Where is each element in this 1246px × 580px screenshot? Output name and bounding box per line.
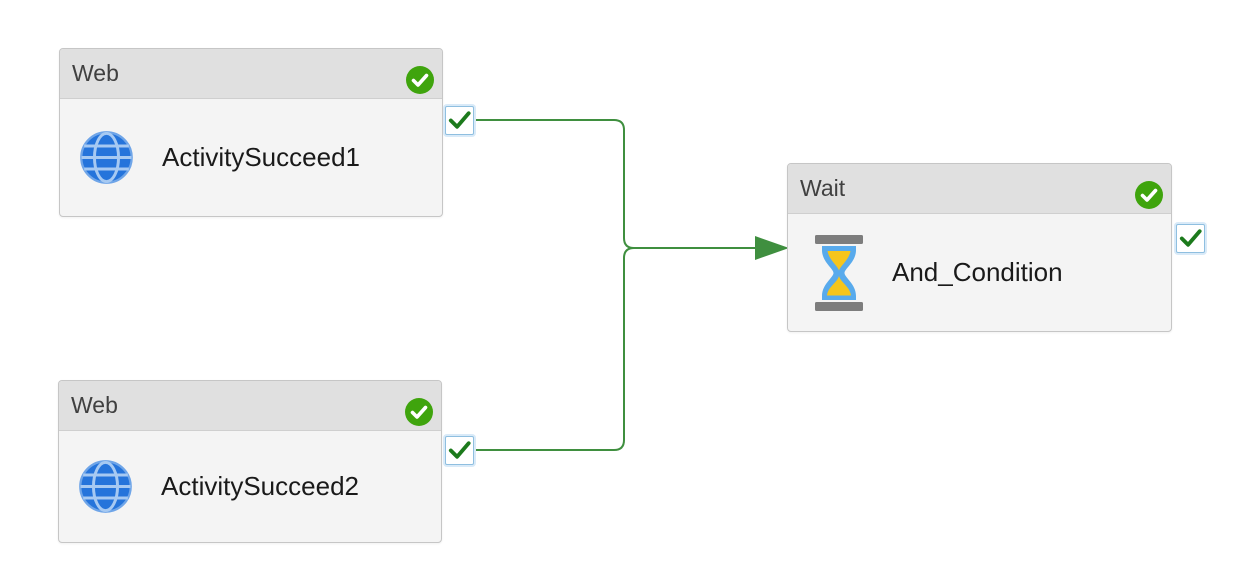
wait-hourglass-icon	[814, 234, 864, 311]
node-header: Web	[60, 49, 442, 99]
success-port-check-icon	[448, 441, 471, 459]
activity-name: ActivitySucceed1	[162, 142, 360, 172]
web-globe-icon	[78, 459, 133, 514]
connector-arrowhead-icon	[755, 236, 789, 260]
success-connector-2[interactable]	[474, 247, 756, 451]
success-port-check-icon	[1179, 229, 1202, 247]
success-port-check-icon	[448, 111, 471, 129]
activity-node-activitysucceed2[interactable]: Web ActivitySucceed2	[58, 380, 474, 543]
node-type-label: Wait	[800, 175, 846, 201]
node-body[interactable]: And_Condition	[788, 214, 1171, 331]
node-body[interactable]: ActivitySucceed2	[59, 431, 441, 542]
status-succeeded-badge-icon	[1135, 181, 1163, 209]
activity-name: ActivitySucceed2	[161, 471, 359, 501]
node-header: Wait	[788, 164, 1171, 214]
node-type-label: Web	[72, 60, 119, 86]
node-header: Web	[59, 381, 441, 431]
activity-name: And_Condition	[892, 257, 1063, 287]
success-output-port[interactable]	[1176, 224, 1205, 253]
node-body[interactable]: ActivitySucceed1	[60, 99, 442, 216]
success-output-port[interactable]	[445, 436, 474, 465]
status-succeeded-badge-icon	[405, 398, 433, 426]
web-globe-icon	[79, 130, 134, 185]
activity-node-activitysucceed1[interactable]: Web ActivitySucceed1	[59, 48, 474, 217]
success-connector-1[interactable]	[472, 119, 756, 249]
status-succeeded-badge-icon	[406, 66, 434, 94]
activity-node-and-condition[interactable]: Wait And_Condition	[787, 163, 1205, 332]
node-type-label: Web	[71, 392, 118, 418]
success-output-port[interactable]	[445, 106, 474, 135]
